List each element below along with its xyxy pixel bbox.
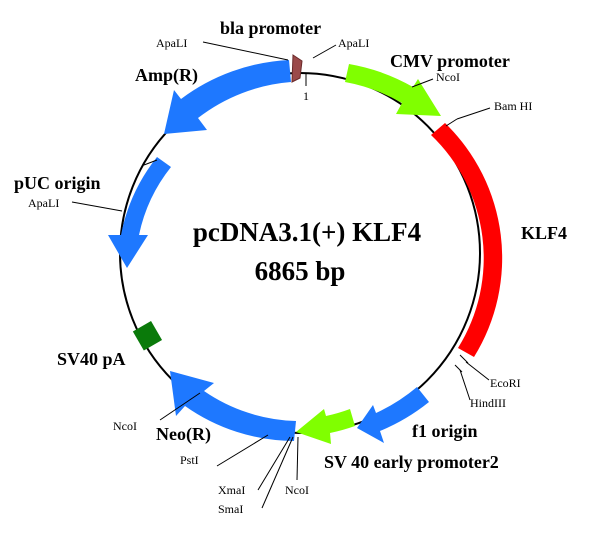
bamhi-leader xyxy=(456,107,491,120)
bla-promoter-label: bla promoter xyxy=(220,18,321,38)
hindiii-tick xyxy=(454,364,463,373)
cmv-promoter-label: CMV promoter xyxy=(390,51,510,71)
bla-promoter-marker xyxy=(291,54,303,83)
ncoi-1-label: NcoI xyxy=(436,70,460,84)
ncoi-1-leader xyxy=(411,78,434,88)
sv40-early-promoter-label: SV 40 early promoter2 xyxy=(324,452,499,472)
origin-marker-label: 1 xyxy=(303,89,309,103)
apali-2-label: ApaLI xyxy=(338,36,369,50)
apali-2-leader xyxy=(312,44,337,59)
smai-leader xyxy=(261,436,294,509)
hindiii-label: HindIII xyxy=(470,396,506,410)
bamhi-tick xyxy=(445,118,458,127)
ecori-label: EcoRI xyxy=(490,376,521,390)
apali-1-label: ApaLI xyxy=(156,36,187,50)
sv40-pa-label: SV40 pA xyxy=(57,349,126,369)
amp-label: Amp(R) xyxy=(135,65,198,86)
amp-arrow xyxy=(164,60,291,134)
puc-origin-label: pUC origin xyxy=(14,173,101,193)
ecori-leader xyxy=(465,361,490,381)
klf4-label: KLF4 xyxy=(521,223,567,243)
xmai-label: XmaI xyxy=(218,483,245,497)
ecori-tick xyxy=(459,354,469,364)
plasmid-size: 6865 bp xyxy=(255,256,346,286)
neo-arrow xyxy=(170,371,296,441)
apali-3-leader xyxy=(71,201,123,212)
sv40-early-promoter-arrow xyxy=(296,409,355,444)
f1-origin-label: f1 origin xyxy=(412,421,478,441)
apali-left-tick xyxy=(143,159,158,166)
smai-label: SmaI xyxy=(218,502,243,516)
sv40-pa-box xyxy=(132,320,163,351)
apali-1-leader xyxy=(202,41,289,61)
klf4-band xyxy=(431,123,503,357)
ncoi-2-label: NcoI xyxy=(113,419,137,433)
bamhi-label: Bam HI xyxy=(494,99,532,113)
psti-leader xyxy=(216,434,269,467)
puc-origin-arrow xyxy=(108,157,171,268)
apali-3-label: ApaLI xyxy=(28,196,59,210)
f1-origin-arrow xyxy=(357,387,429,443)
xmai-leader xyxy=(257,436,291,491)
psti-label: PstI xyxy=(180,453,199,467)
hindiii-leader xyxy=(459,369,471,401)
plasmid-name: pcDNA3.1(+) KLF4 xyxy=(193,217,421,247)
ncoi-3-label: NcoI xyxy=(285,483,309,497)
neo-label: Neo(R) xyxy=(156,424,211,445)
ncoi-3-leader xyxy=(296,436,299,481)
ncoi-2-leader xyxy=(159,392,201,421)
cmv-promoter-arrow xyxy=(345,64,441,116)
